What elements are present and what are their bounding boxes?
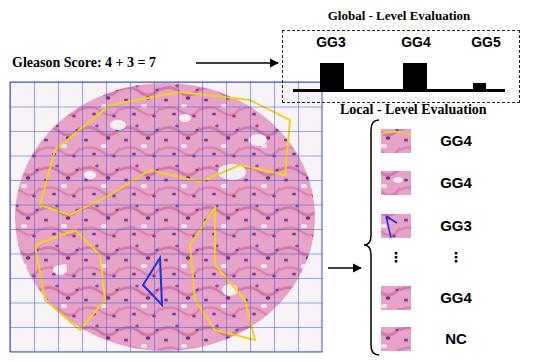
patch-grade: GG4 (440, 133, 472, 150)
grade-label: GG5 (471, 35, 501, 50)
patch-grade: NC (445, 331, 467, 348)
ellipsis-mark: ⋮ (389, 250, 403, 265)
ellipsis-mark: ⋮ (449, 250, 463, 265)
panel-heading: Global - Level Evaluation (328, 9, 471, 23)
patch-grade: GG3 (440, 218, 472, 235)
patch-grid (10, 82, 322, 352)
slide-ground (10, 82, 322, 352)
arrow (328, 267, 361, 268)
patch-grade: GG4 (440, 290, 472, 307)
score-text: Gleason Score: 4 + 3 = 7 (12, 55, 156, 70)
grade-label: GG4 (401, 35, 431, 50)
arrow (196, 62, 278, 63)
patch-thumbnails (381, 129, 411, 351)
dashed-panel: Global - Level EvaluationGG3GG4GG5 (282, 30, 520, 103)
patch-grade: GG4 (440, 175, 472, 192)
grade-label: GG3 (316, 35, 346, 50)
section-heading: Local - Level Evaluation (340, 102, 487, 117)
histogram-bars (293, 63, 505, 92)
curly-bracket (364, 120, 379, 355)
